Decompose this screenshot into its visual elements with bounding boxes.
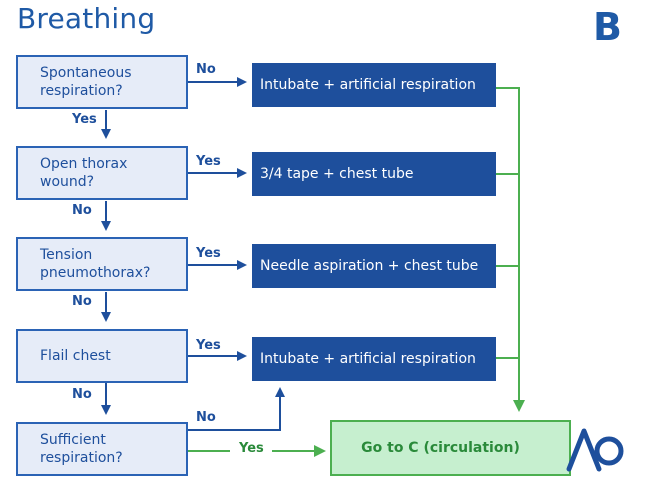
label-q2-no: No (72, 203, 92, 218)
action-needle-aspiration: Needle aspiration + chest tube (252, 244, 496, 288)
label-q1-yes: Yes (72, 112, 97, 127)
question-text: Tension pneumothorax? (40, 247, 151, 281)
arrow-q5-to-action4 (188, 387, 285, 431)
label-q5-yes: Yes (239, 441, 264, 456)
goto-circulation-box: Go to C (circulation) (330, 420, 571, 476)
question-flail-chest: Flail chest (16, 329, 188, 383)
action-intubate-2: Intubate + artificial respiration (252, 337, 496, 381)
label-q5-no: No (196, 410, 216, 425)
question-text: Sufficient respiration? (40, 432, 123, 466)
label-q3-no: No (72, 294, 92, 309)
section-letter: B (593, 5, 622, 49)
question-text: Spontaneous respiration? (40, 65, 132, 99)
question-tension-pneumothorax: Tension pneumothorax? (16, 237, 188, 291)
ao-logo (566, 428, 624, 472)
label-q3-yes: Yes (196, 246, 221, 261)
question-sufficient-respiration: Sufficient respiration? (16, 422, 188, 476)
question-text: Open thorax wound? (40, 156, 128, 190)
question-spontaneous-respiration: Spontaneous respiration? (16, 55, 188, 109)
label-q4-no: No (72, 387, 92, 402)
diagram-title: Breathing (17, 2, 156, 35)
label-q1-no: No (196, 62, 216, 77)
label-q4-yes: Yes (196, 338, 221, 353)
question-text: Flail chest (40, 348, 111, 364)
action-intubate-1: Intubate + artificial respiration (252, 63, 496, 107)
label-q2-yes: Yes (196, 154, 221, 169)
action-tape-chest-tube: 3/4 tape + chest tube (252, 152, 496, 196)
question-open-thorax-wound: Open thorax wound? (16, 146, 188, 200)
